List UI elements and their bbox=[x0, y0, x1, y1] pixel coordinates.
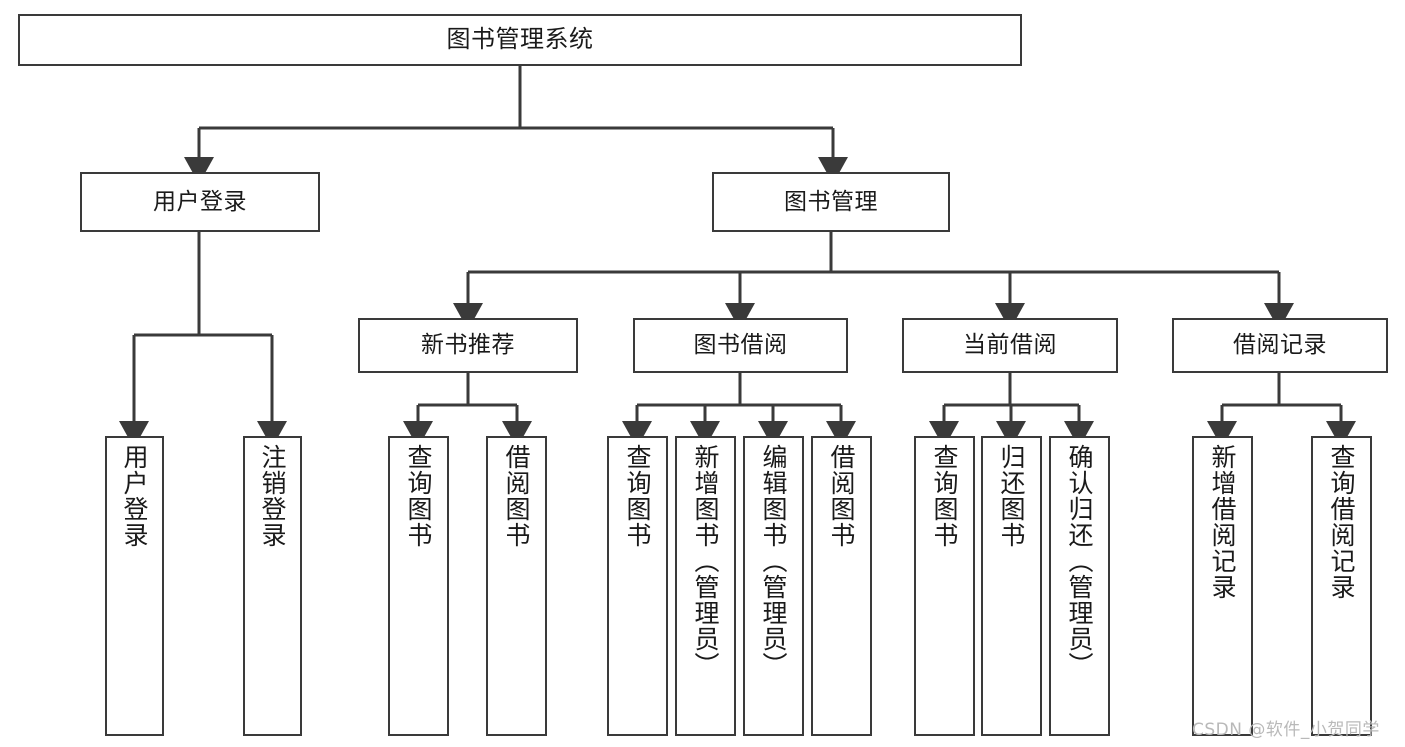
node-leaf-query-record-label: 查询借阅记录 bbox=[1327, 444, 1356, 600]
node-leaf-user-login[interactable]: 用户登录 bbox=[105, 436, 164, 736]
node-root[interactable]: 图书管理系统 bbox=[18, 14, 1022, 66]
csdn-watermark: CSDN @软件_小贺同学 bbox=[1192, 720, 1380, 740]
node-leaf-add-record-label: 新增借阅记录 bbox=[1208, 444, 1237, 600]
node-leaf-query-book-2-label: 查询图书 bbox=[623, 444, 652, 548]
node-leaf-add-record[interactable]: 新增借阅记录 bbox=[1192, 436, 1253, 736]
node-leaf-confirm-return-label: 确认归还（管理员） bbox=[1065, 444, 1094, 678]
node-leaf-borrow-book-1[interactable]: 借阅图书 bbox=[486, 436, 547, 736]
node-leaf-edit-book-label: 编辑图书（管理员） bbox=[759, 444, 788, 678]
node-leaf-return-book[interactable]: 归还图书 bbox=[981, 436, 1042, 736]
node-current-borrow[interactable]: 当前借阅 bbox=[902, 318, 1118, 373]
node-leaf-query-book-1-label: 查询图书 bbox=[404, 444, 433, 548]
node-book-borrow[interactable]: 图书借阅 bbox=[633, 318, 848, 373]
node-leaf-add-book-label: 新增图书（管理员） bbox=[691, 444, 720, 678]
node-leaf-query-book-3[interactable]: 查询图书 bbox=[914, 436, 975, 736]
node-borrow-record[interactable]: 借阅记录 bbox=[1172, 318, 1388, 373]
node-leaf-borrow-book-2-label: 借阅图书 bbox=[827, 444, 856, 548]
node-book-borrow-label: 图书借阅 bbox=[693, 332, 788, 359]
node-leaf-query-book-2[interactable]: 查询图书 bbox=[607, 436, 668, 736]
node-leaf-query-book-1[interactable]: 查询图书 bbox=[388, 436, 449, 736]
node-leaf-user-login-label: 用户登录 bbox=[120, 444, 149, 548]
node-leaf-logout-login[interactable]: 注销登录 bbox=[243, 436, 302, 736]
node-user-login[interactable]: 用户登录 bbox=[80, 172, 320, 232]
node-new-book-recommend[interactable]: 新书推荐 bbox=[358, 318, 578, 373]
node-leaf-logout-login-label: 注销登录 bbox=[258, 444, 287, 548]
node-leaf-add-book[interactable]: 新增图书（管理员） bbox=[675, 436, 736, 736]
node-leaf-query-record[interactable]: 查询借阅记录 bbox=[1311, 436, 1372, 736]
node-leaf-return-book-label: 归还图书 bbox=[997, 444, 1026, 548]
node-leaf-borrow-book-1-label: 借阅图书 bbox=[502, 444, 531, 548]
node-leaf-edit-book[interactable]: 编辑图书（管理员） bbox=[743, 436, 804, 736]
node-root-label: 图书管理系统 bbox=[446, 25, 594, 54]
node-book-manage[interactable]: 图书管理 bbox=[712, 172, 950, 232]
node-book-manage-label: 图书管理 bbox=[784, 188, 878, 215]
node-new-book-recommend-label: 新书推荐 bbox=[421, 332, 515, 359]
node-user-login-label: 用户登录 bbox=[153, 188, 247, 215]
node-leaf-query-book-3-label: 查询图书 bbox=[930, 444, 959, 548]
node-leaf-borrow-book-2[interactable]: 借阅图书 bbox=[811, 436, 872, 736]
node-leaf-confirm-return[interactable]: 确认归还（管理员） bbox=[1049, 436, 1110, 736]
node-current-borrow-label: 当前借阅 bbox=[963, 332, 1057, 359]
node-borrow-record-label: 借阅记录 bbox=[1233, 332, 1327, 359]
